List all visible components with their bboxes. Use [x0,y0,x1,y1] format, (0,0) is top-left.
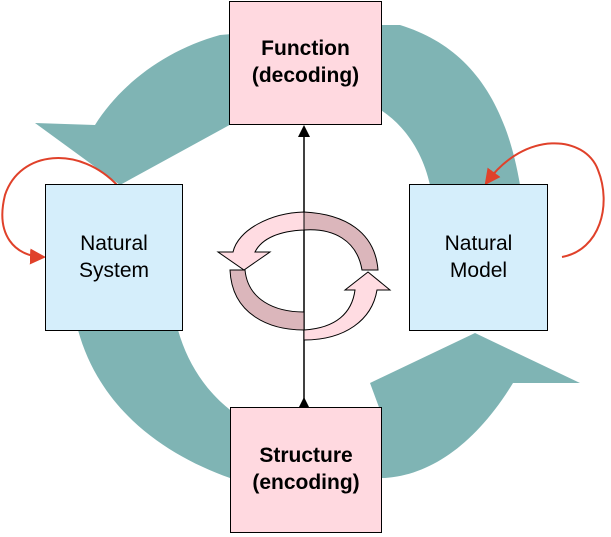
big-arrow-top-icon [35,25,520,185]
function-subtitle: (decoding) [251,64,360,87]
system-self-loop-icon [1,157,119,265]
big-arrow-bottom-icon [78,330,580,478]
structure-box: Structure (encoding) [230,407,382,533]
model-label-line1: Natural [444,231,513,255]
model-label-line2: Model [449,258,508,282]
small-cycle-arrows-icon [216,211,392,341]
natural-model-box: Natural Model [409,184,548,331]
function-title: Function [261,37,350,61]
function-box: Function (decoding) [229,1,382,125]
structure-title: Structure [259,444,353,468]
natural-system-box: Natural System [45,184,183,331]
structure-subtitle: (encoding) [252,471,360,494]
model-self-loop-icon [484,142,605,258]
system-label-line2: System [78,258,149,282]
system-label-line1: Natural [80,231,148,255]
